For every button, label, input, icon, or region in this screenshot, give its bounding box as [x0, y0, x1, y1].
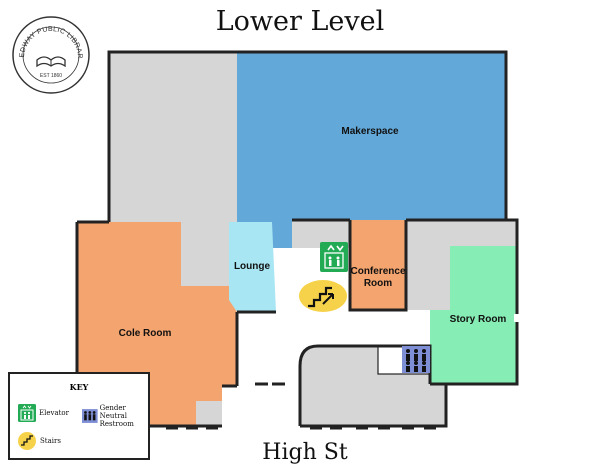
elevator-icon[interactable]	[320, 242, 348, 272]
map-key: KEY Elevator Gender Neutral Restroom	[8, 372, 150, 460]
key-elevator: Elevator	[18, 404, 69, 422]
lounge-area[interactable]	[229, 222, 276, 312]
story-room[interactable]	[430, 246, 517, 384]
stairs-icon[interactable]	[299, 280, 347, 312]
unlabeled-area-west	[109, 52, 237, 286]
makerspace-room[interactable]	[237, 52, 506, 248]
key-title: KEY	[69, 382, 89, 392]
conference-room[interactable]	[350, 220, 406, 310]
story-room-label: Story Room	[450, 314, 507, 325]
key-elevator-label: Elevator	[39, 409, 69, 417]
makerspace-label: Makerspace	[341, 126, 399, 137]
map-title: Lower Level	[215, 6, 385, 37]
restroom-icon[interactable]	[402, 346, 430, 373]
lounge-label: Lounge	[234, 261, 271, 272]
unlabeled-area-east	[406, 220, 517, 310]
conference-room-label-line2: Room	[364, 278, 392, 289]
restroom-icon	[82, 409, 98, 423]
unlabeled-area-southwest	[196, 401, 222, 426]
elevator-icon	[18, 404, 36, 422]
key-restroom: Gender Neutral Restroom	[82, 404, 148, 428]
key-restroom-label-line2: Restroom	[99, 420, 134, 428]
conference-room-label-line1: Conference	[350, 266, 405, 277]
walls	[75, 50, 519, 428]
key-stairs: Stairs	[18, 432, 61, 450]
key-stairs-label: Stairs	[40, 437, 61, 445]
key-restroom-label-line1: Gender Neutral	[99, 404, 127, 420]
library-logo: MEDWAY PUBLIC LIBRARY EST 1860	[10, 14, 90, 94]
story-room-window	[514, 314, 519, 322]
svg-text:EST 1860: EST 1860	[40, 73, 62, 79]
stairs-icon	[18, 432, 36, 450]
street-label: High St	[262, 440, 348, 465]
cole-room-label: Cole Room	[119, 328, 172, 339]
